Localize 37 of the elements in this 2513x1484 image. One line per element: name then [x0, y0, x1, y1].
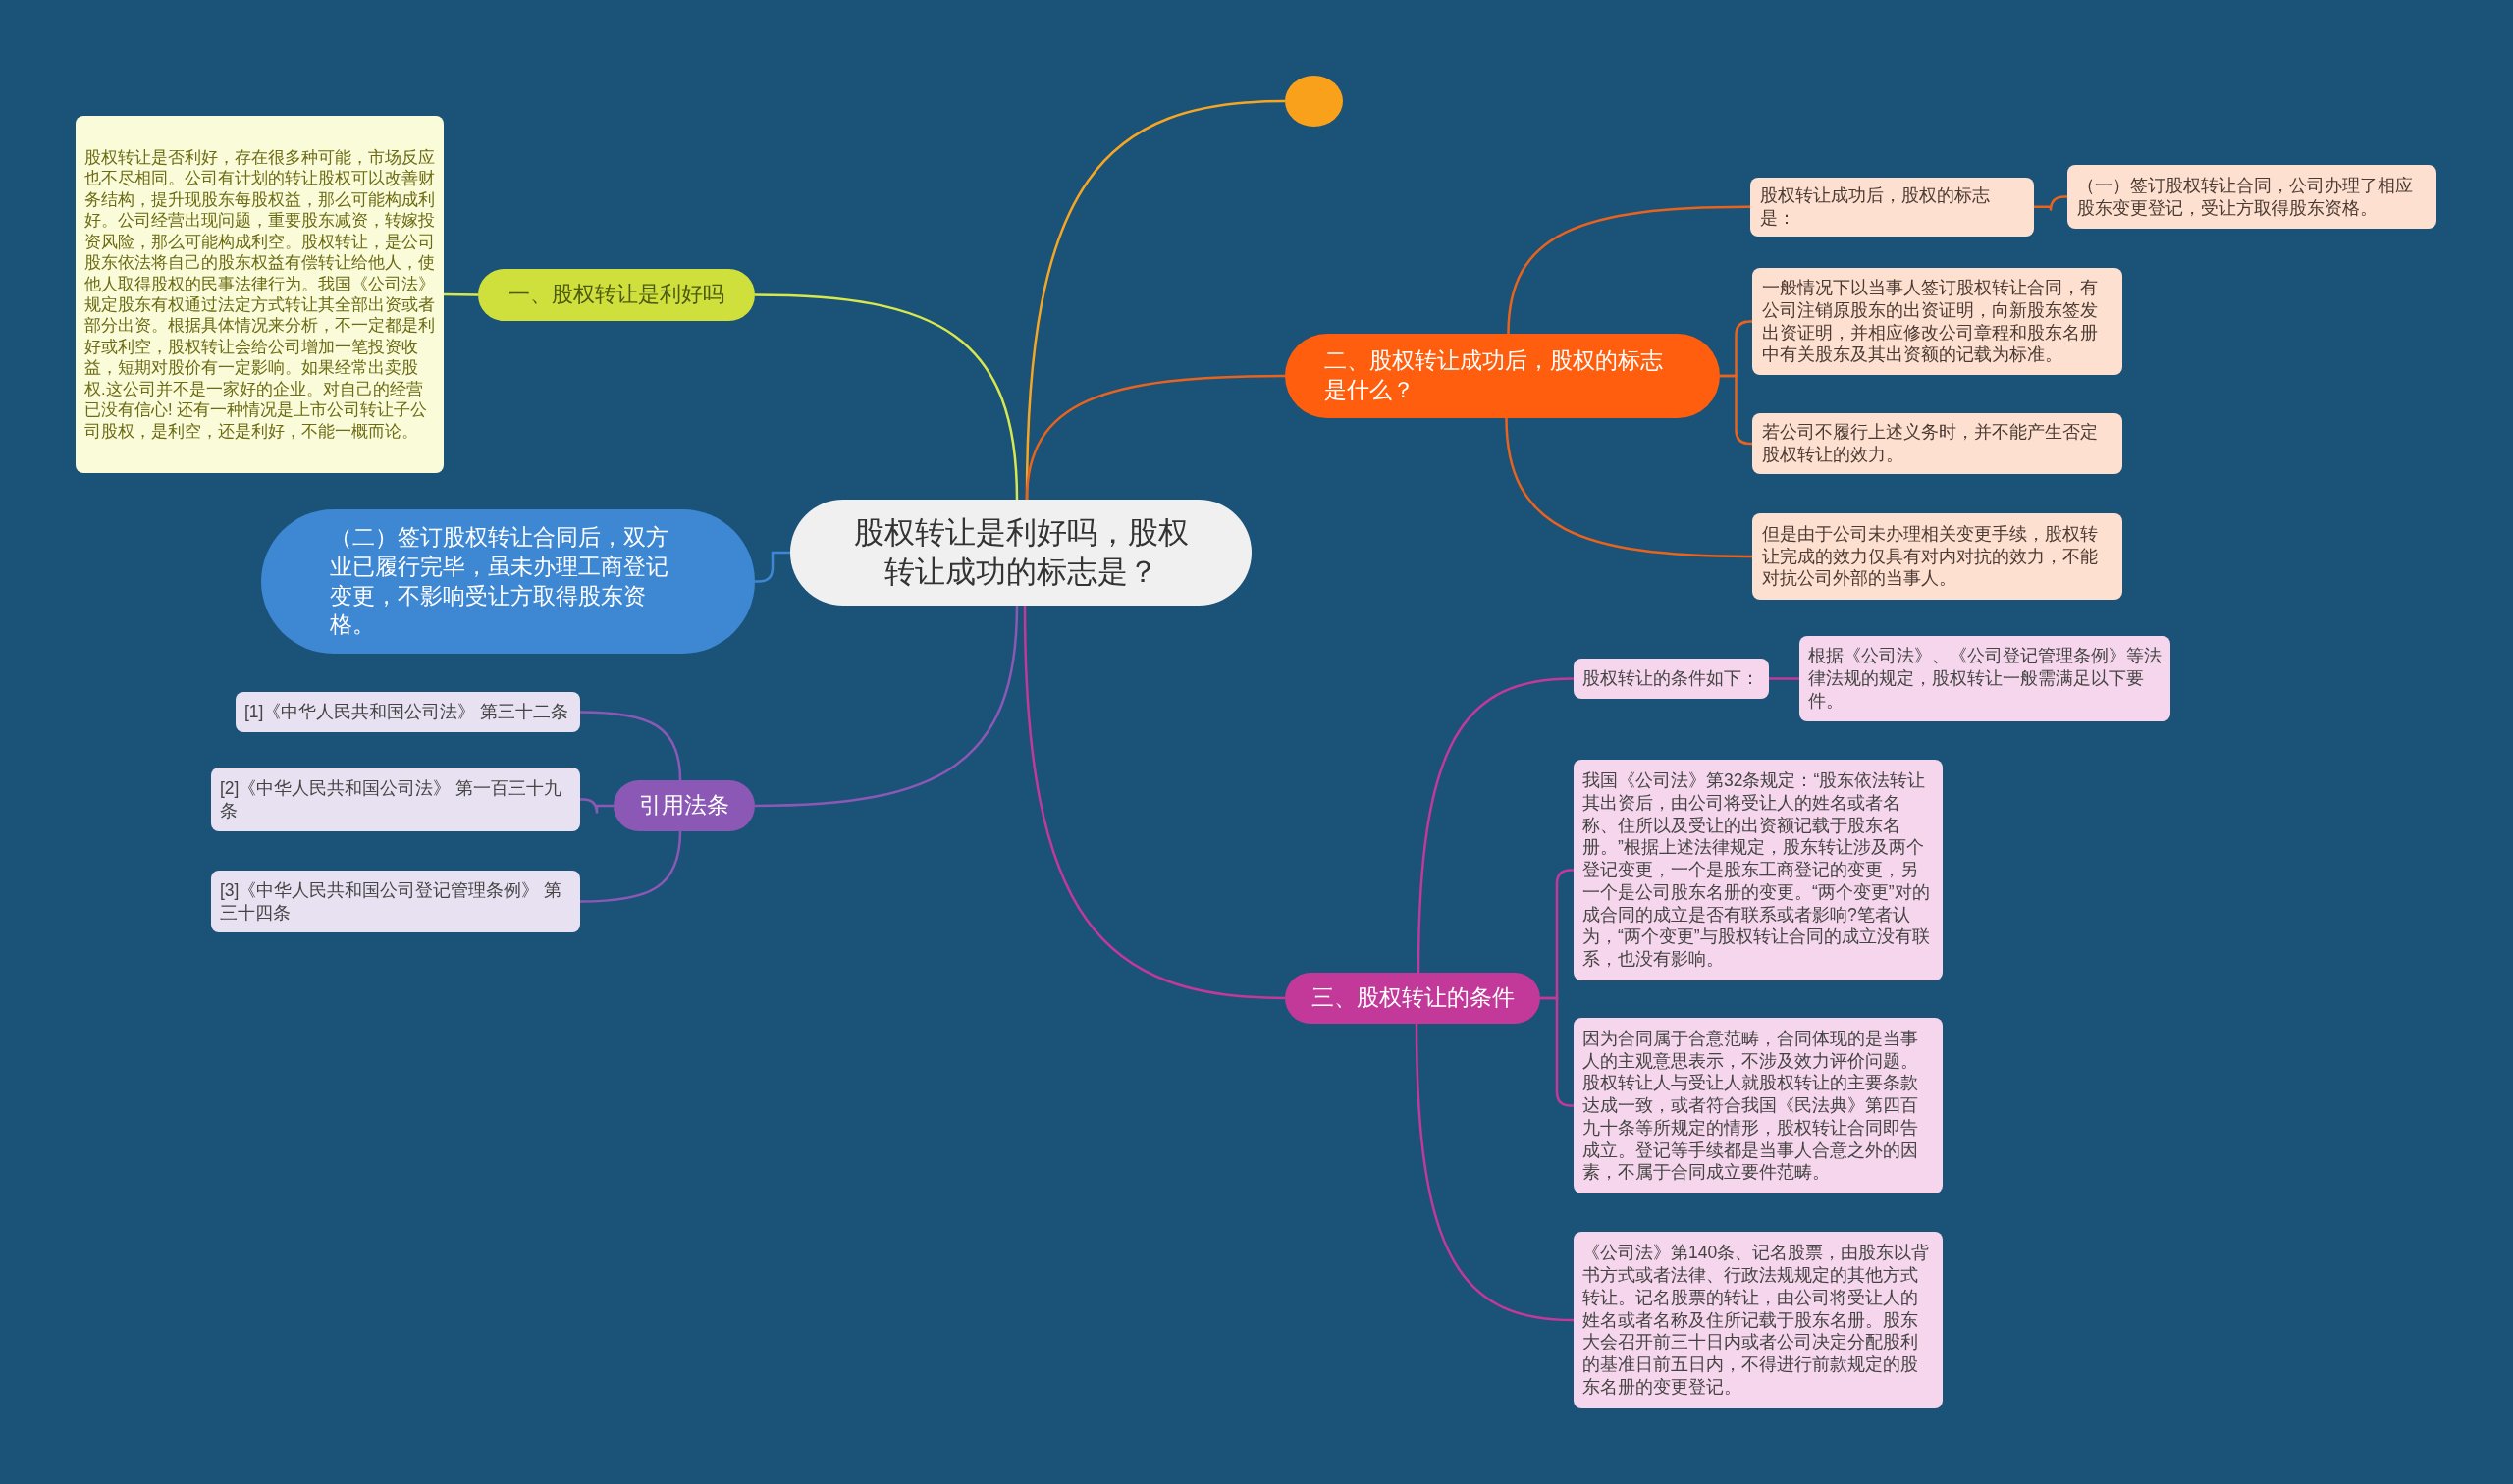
note-box: 但是由于公司未办理相关变更手续，股权转让完成的效力仅具有对内对抗的效力，不能对抗公司外部的当事人。 [1752, 513, 2122, 600]
note-box: 因为合同属于合意范畴，合同体现的是当事人的主观意思表示，不涉及效力评价问题。股权转让人与受让人就股权转让的主要条款达成一致，或者符合我国《民法典》第四百九十条等所规定的情形，股权转让合同即告成立。登记等手续都是当事人合意之外的因素，不属于合同成立要件范畴。 [1574, 1018, 1943, 1193]
connector [579, 711, 682, 781]
note-box: [2]《中华人民共和国公司法》 第一百三十九条 [211, 768, 580, 831]
note-box: 股权转让的条件如下： [1574, 659, 1769, 699]
connector [1507, 205, 1750, 335]
circle-node [1285, 76, 1343, 127]
connector [579, 830, 682, 903]
note-box: 我国《公司法》第32条规定：“股东依法转让其出资后，由公司将受让人的姓名或者名称、住所以及受让的出资额记载于股东名册。”根据上述法律规定，股东转让涉及两个登记变更，一个是股东工商登记的变更，另一个是公司股东名册的变更。“两个变更”对的成合同的成立是否有联系或者影响?笔者认为，“两个变更”与股权转让合同的成立没有联系，也没有影响。 [1574, 760, 1943, 980]
topic-pill: 二、股权转让成功后，股权的标志是什么？ [1285, 334, 1720, 418]
note-box: 一般情况下以当事人签订股权转让合同，有公司注销原股东的出资证明，向新股东签发出资证明，并相应修改公司章程和股东名册中有关股东及其出资额的记载为标准。 [1752, 268, 2122, 375]
connector [1505, 417, 1752, 558]
central-topic: 股权转让是利好吗，股权转让成功的标志是？ [790, 500, 1252, 606]
connector [1769, 677, 1799, 680]
note-box: [3]《中华人民共和国公司登记管理条例》 第三十四条 [211, 871, 580, 932]
connector [1025, 374, 1285, 501]
topic-pill: 三、股权转让的条件 [1285, 973, 1540, 1024]
note-box: 若公司不履行上述义务时，并不能产生否定股权转让的效力。 [1752, 413, 2122, 474]
connector [580, 798, 614, 815]
connector [1415, 1023, 1575, 1322]
connector [755, 551, 790, 583]
topic-pill: （二）签订股权转让合同后，双方业已履行完毕，虽未办理工商登记变更，不影响受让方取得股东资格。 [261, 509, 755, 654]
connector [2034, 195, 2067, 212]
connector [444, 292, 478, 296]
topic-pill: 引用法条 [614, 780, 755, 831]
note-box: [1]《中华人民共和国公司法》 第三十二条 [236, 692, 580, 732]
connector [1023, 605, 1286, 1000]
note-box: 《公司法》第140条、记名股票，由股东以背书方式或者法律、行政法规规定的其他方式转让。记名股票的转让，由公司将受让人的姓名或者名称及住所记载于股东名册。股东大会召开前三十日内或者公司决定分配股利的基准日前五日内，不得进行前款规定的股东名册的变更登记。 [1574, 1232, 1943, 1408]
connector [1417, 677, 1575, 974]
topic-pill: 一、股权转让是利好吗 [478, 269, 755, 321]
connector [754, 605, 1019, 808]
connector [754, 293, 1019, 501]
connector [1540, 996, 1574, 1107]
note-box: 股权转让是否利好，存在很多种可能，市场反应也不尽相同。公司有计划的转让股权可以改善财务结构，提升现股东每股权益，那么可能构成利好。公司经营出现问题，重要股东减资，转嫁投资风险，那么可能构成利空。股权转让，是公司股东依法将自己的股东权益有偿转让给他人，使他人取得股权的民事法律行为。我国《公司法》规定股东有权通过法定方式转让其全部出资或者部分出资。根据具体情况来分析，不一定都是利好或利空，股权转让会给公司增加一笔投资收益，短期对股价有一定影响。如果经常出卖股权.这公司并不是一家好的企业。对自己的经营已没有信心! 还有一种情况是上市公司转让子公司股权，是利空，还是利好，不能一概而论。 [76, 116, 444, 473]
note-box: 根据《公司法》、《公司登记管理条例》等法律法规的规定，股权转让一般需满足以下要件。 [1799, 636, 2170, 721]
note-box: 股权转让成功后，股权的标志是： [1750, 178, 2034, 237]
note-box: （一）签订股权转让合同，公司办理了相应股东变更登记，受让方取得股东资格。 [2067, 165, 2436, 229]
